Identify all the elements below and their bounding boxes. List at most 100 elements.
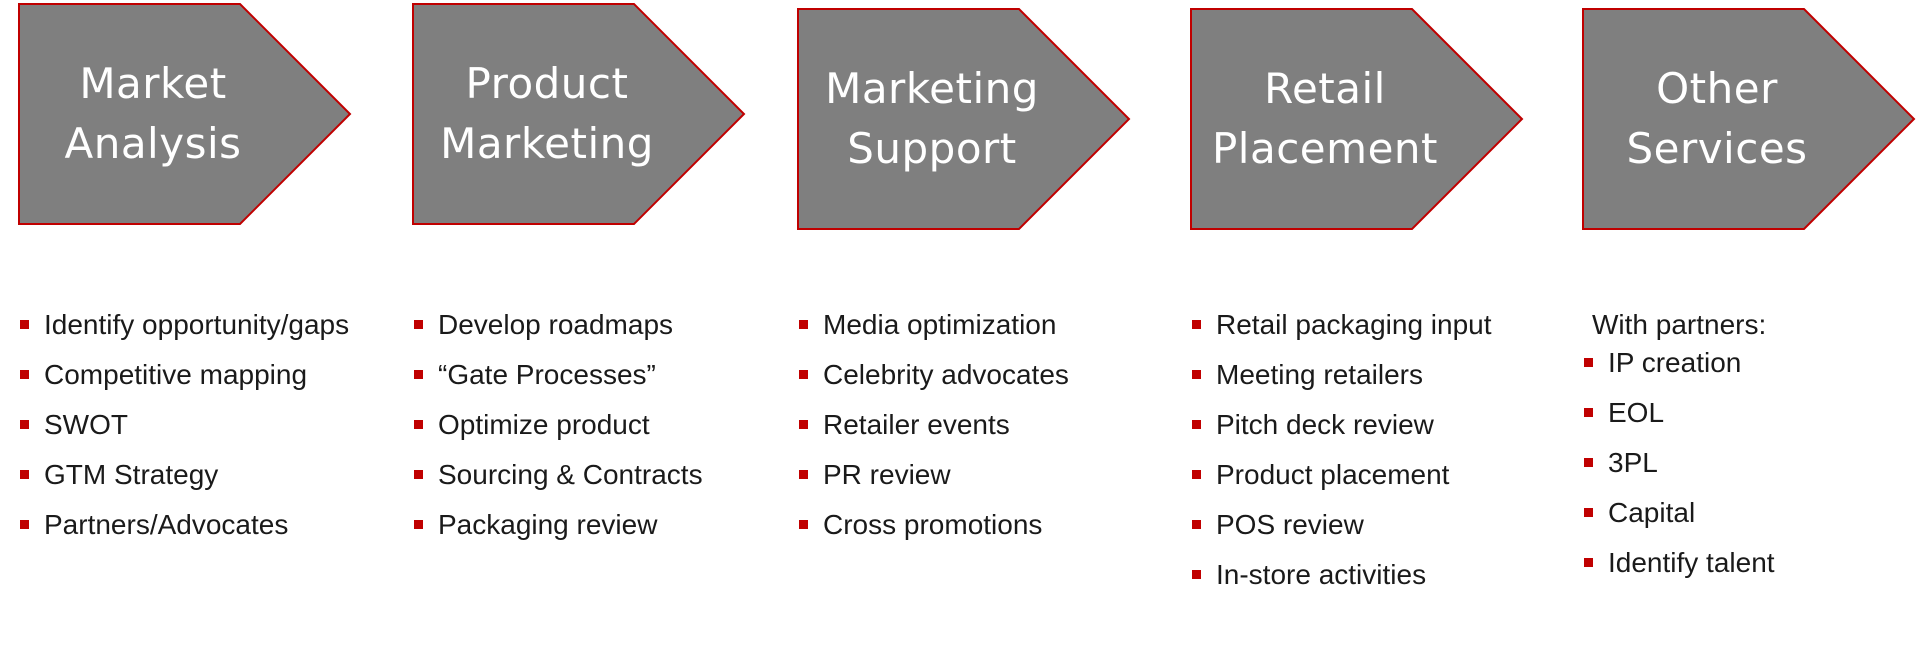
list-item: Celebrity advocates [797, 350, 1069, 400]
bullet-list: Identify opportunity/gaps Competitive ma… [18, 300, 349, 550]
list-item: Partners/Advocates [18, 500, 349, 550]
red-square-bullet-icon [1192, 370, 1201, 379]
list-item-label: In-store activities [1216, 559, 1427, 590]
chevron-arrow-shape [797, 8, 1131, 230]
list-item-label: Retailer events [823, 409, 1010, 440]
red-square-bullet-icon [1584, 358, 1593, 367]
list-item-label: SWOT [44, 409, 128, 440]
list-item-label: Optimize product [438, 409, 650, 440]
list-item: Media optimization [797, 300, 1069, 350]
list-item-label: Develop roadmaps [438, 309, 674, 340]
list-item: Identify talent [1582, 538, 1775, 588]
list-item-label: Pitch deck review [1216, 409, 1434, 440]
list-item: Capital [1582, 488, 1775, 538]
list-item-label: 3PL [1608, 447, 1658, 478]
chevron-title-line-1: Product [465, 59, 629, 108]
list-item: Meeting retailers [1190, 350, 1492, 400]
red-square-bullet-icon [1192, 570, 1201, 579]
chevron-title-line-2: Support [847, 124, 1017, 173]
list-item-label: Retail packaging input [1216, 309, 1492, 340]
red-square-bullet-icon [1584, 508, 1593, 517]
chevron-title: Retail Placement [1190, 8, 1460, 230]
red-square-bullet-icon [1584, 408, 1593, 417]
list-item: GTM Strategy [18, 450, 349, 500]
chevron-title-line-2: Marketing [440, 119, 654, 168]
list-item-label: POS review [1216, 509, 1364, 540]
column-product-marketing: Product Marketing Develop roadmaps “Gate… [412, 0, 772, 652]
red-square-bullet-icon [414, 420, 423, 429]
list-item: Retailer events [797, 400, 1069, 450]
chevron-title: Market Analysis [18, 3, 288, 225]
red-square-bullet-icon [1192, 420, 1201, 429]
chevron-title-line-2: Placement [1211, 124, 1438, 173]
chevron-arrow-shape [1190, 8, 1524, 230]
list-item: Pitch deck review [1190, 400, 1492, 450]
red-square-bullet-icon [20, 470, 29, 479]
red-square-bullet-icon [414, 520, 423, 529]
chevron-title: Other Services [1582, 8, 1852, 230]
chevron-title: Marketing Support [797, 8, 1067, 230]
list-item-label: Media optimization [823, 309, 1057, 340]
chevron-product-marketing: Product Marketing [412, 3, 746, 225]
red-square-bullet-icon [1192, 520, 1201, 529]
list-item: In-store activities [1190, 550, 1492, 600]
list-item: Identify opportunity/gaps [18, 300, 349, 350]
column-marketing-support: Marketing Support Media optimization Cel… [797, 0, 1157, 652]
list-item: 3PL [1582, 438, 1775, 488]
list-item-label: GTM Strategy [44, 459, 219, 490]
red-square-bullet-icon [799, 470, 808, 479]
list-item: Product placement [1190, 450, 1492, 500]
red-square-bullet-icon [20, 370, 29, 379]
list-item: Cross promotions [797, 500, 1069, 550]
chevron-arrow-shape [18, 3, 352, 225]
chevron-market-analysis: Market Analysis [18, 3, 352, 225]
red-square-bullet-icon [414, 320, 423, 329]
chevron-other-services: Other Services [1582, 8, 1916, 230]
list-item-label: Celebrity advocates [823, 359, 1069, 390]
list-item: Sourcing & Contracts [412, 450, 703, 500]
list-item: IP creation [1582, 338, 1775, 388]
list-item: Develop roadmaps [412, 300, 703, 350]
bullet-list: Media optimization Celebrity advocates R… [797, 300, 1069, 550]
red-square-bullet-icon [1584, 458, 1593, 467]
column-retail-placement: Retail Placement Retail packaging input … [1190, 0, 1550, 652]
list-item: SWOT [18, 400, 349, 450]
list-item-label: Meeting retailers [1216, 359, 1423, 390]
list-item-label: Cross promotions [823, 509, 1043, 540]
red-square-bullet-icon [799, 370, 808, 379]
chevron-marketing-support: Marketing Support [797, 8, 1131, 230]
list-item-label: Identify talent [1608, 547, 1775, 578]
column-market-analysis: Market Analysis Identify opportunity/gap… [18, 0, 378, 652]
chevron-title-line-1: Market [79, 59, 227, 108]
list-item: EOL [1582, 388, 1775, 438]
list-item: Optimize product [412, 400, 703, 450]
chevron-arrow-shape [412, 3, 746, 225]
red-square-bullet-icon [20, 520, 29, 529]
red-square-bullet-icon [414, 470, 423, 479]
red-square-bullet-icon [20, 320, 29, 329]
chevron-title-line-1: Marketing [825, 64, 1039, 113]
red-square-bullet-icon [799, 420, 808, 429]
list-item-label: Competitive mapping [44, 359, 308, 390]
list-item-label: PR review [823, 459, 951, 490]
list-item: “Gate Processes” [412, 350, 703, 400]
red-square-bullet-icon [1192, 320, 1201, 329]
red-square-bullet-icon [1192, 470, 1201, 479]
list-item-label: Capital [1608, 497, 1696, 528]
list-item-label: Partners/Advocates [44, 509, 289, 540]
list-item-label: Identify opportunity/gaps [44, 309, 350, 340]
chevron-title-line-2: Analysis [64, 119, 242, 168]
list-item-label: Sourcing & Contracts [438, 459, 703, 490]
chevron-title-line-2: Services [1626, 124, 1808, 173]
red-square-bullet-icon [20, 420, 29, 429]
list-item: PR review [797, 450, 1069, 500]
list-item: POS review [1190, 500, 1492, 550]
list-item-label: “Gate Processes” [438, 359, 656, 390]
red-square-bullet-icon [414, 370, 423, 379]
list-item-label: IP creation [1608, 347, 1742, 378]
list-item-label: Packaging review [438, 509, 658, 540]
list-item: Competitive mapping [18, 350, 349, 400]
list-item-label: EOL [1608, 397, 1665, 428]
chevron-retail-placement: Retail Placement [1190, 8, 1524, 230]
